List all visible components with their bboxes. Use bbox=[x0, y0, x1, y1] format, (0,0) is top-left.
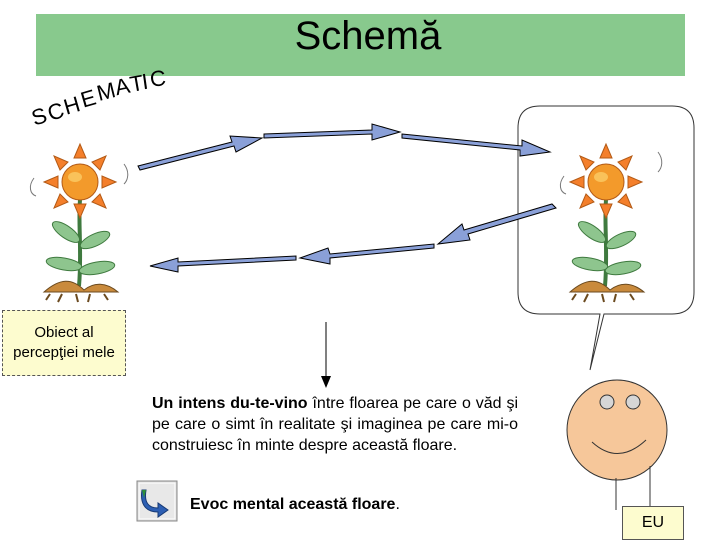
arrow-to-object bbox=[149, 255, 297, 273]
description-rest: între floarea pe care o văd şi pe care o… bbox=[152, 395, 519, 454]
arrow-to-object bbox=[436, 203, 557, 245]
return-arrow-icon[interactable] bbox=[136, 480, 178, 522]
flower-icon bbox=[559, 142, 663, 304]
arrow-to-mind bbox=[263, 123, 402, 141]
description-bold: Un intens du-te-vino bbox=[152, 395, 308, 412]
arrow-to-mind bbox=[137, 135, 264, 171]
arrow-down bbox=[321, 322, 331, 388]
flower-icon bbox=[29, 142, 129, 304]
arrow-to-object bbox=[298, 243, 435, 265]
object-label-box: Obiect al percepţiei mele bbox=[2, 310, 126, 376]
object-label-line: Obiect al bbox=[34, 324, 94, 341]
evoc-bold: Evoc mental această floare bbox=[190, 496, 396, 513]
arrow-to-mind bbox=[401, 133, 552, 157]
evoc-text: Evoc mental această floare. bbox=[190, 496, 400, 514]
me-label-box: EU bbox=[622, 506, 684, 540]
title-bar bbox=[36, 14, 685, 76]
description-text: Un intens du-te-vino între floarea pe ca… bbox=[152, 393, 518, 456]
evoc-end: . bbox=[395, 496, 400, 513]
object-label-line: percepţiei mele bbox=[13, 344, 115, 361]
page-title: Schemă bbox=[294, 14, 442, 58]
face-icon bbox=[566, 379, 668, 510]
